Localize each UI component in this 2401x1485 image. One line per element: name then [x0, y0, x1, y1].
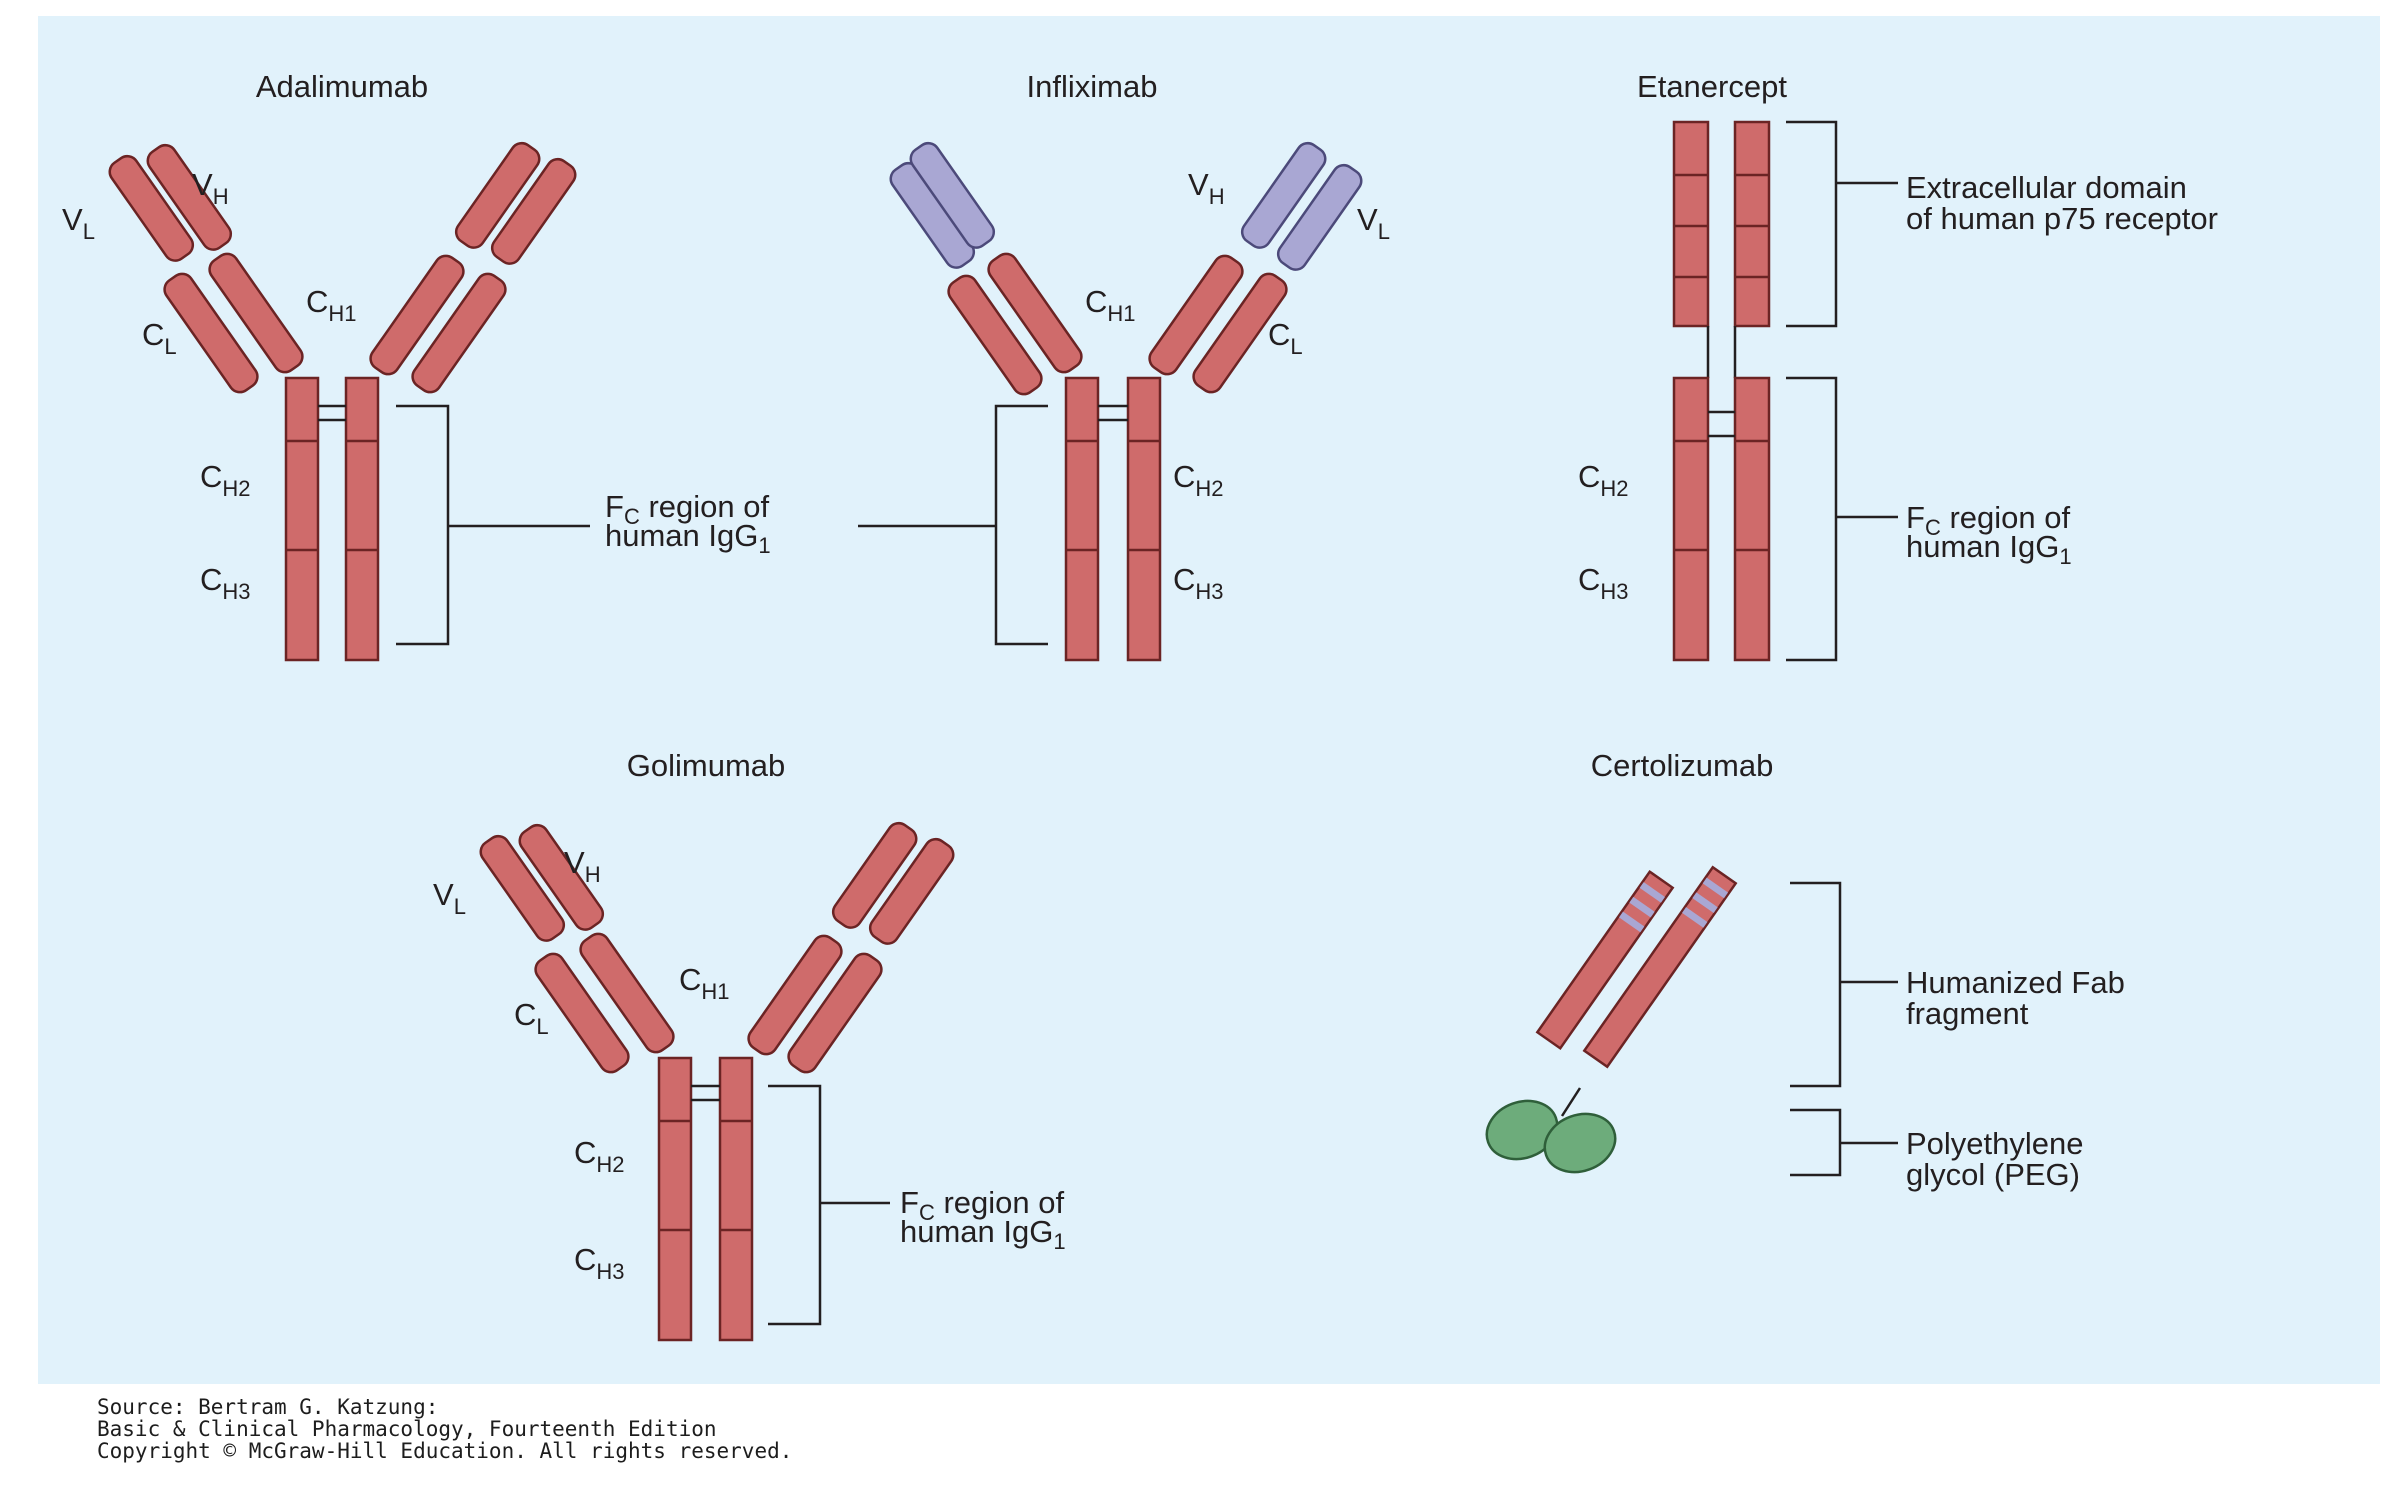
svg-text:CH1: CH1 — [679, 962, 730, 1004]
svg-text:CL: CL — [1268, 317, 1303, 359]
adalimumab-heavy-chain-right — [344, 376, 380, 662]
etanercept-extracellular-label-1: Extracellular domain — [1906, 170, 2187, 205]
adalimumab-heavy-chain-left — [284, 376, 320, 662]
title-adalimumab: Adalimumab — [256, 69, 428, 104]
infliximab-structure — [858, 141, 1363, 662]
svg-text:CH2: CH2 — [1578, 459, 1629, 501]
peg-label-2: glycol (PEG) — [1906, 1157, 2080, 1192]
certolizumab-fab-chain-left — [1535, 869, 1675, 1051]
adalimumab-vh-domain — [146, 143, 233, 251]
etanercept-extracellular-bracket — [1786, 120, 1898, 328]
source-line-2: Basic & Clinical Pharmacology, Fourteent… — [97, 1417, 717, 1441]
fc-region-label-bottom: human IgG1 — [605, 518, 771, 558]
fab-label-2: fragment — [1906, 996, 2029, 1031]
adalimumab-cl-domain — [163, 272, 259, 394]
etanercept-p75-left — [1672, 120, 1710, 328]
svg-text:CH2: CH2 — [574, 1135, 625, 1177]
fab-label-1: Humanized Fab — [1906, 965, 2125, 1000]
svg-text:CH2: CH2 — [1173, 459, 1224, 501]
etanercept-extracellular-label-2: of human p75 receptor — [1906, 201, 2218, 236]
svg-text:CH1: CH1 — [1085, 284, 1136, 326]
certolizumab-fab-bracket — [1790, 881, 1898, 1088]
svg-text:CH3: CH3 — [1173, 562, 1224, 604]
title-infliximab: Infliximab — [1027, 69, 1158, 104]
certolizumab-structure — [1485, 865, 1898, 1177]
etanercept-fc-label-bottom: human IgG1 — [1906, 529, 2072, 569]
golimumab-fc-label-top: FC region of — [900, 1185, 1064, 1225]
source-line-3: Copyright © McGraw-Hill Education. All r… — [97, 1439, 793, 1463]
svg-text:VH: VH — [1188, 167, 1225, 209]
source-citation: Source: Bertram G. Katzung:Basic & Clini… — [97, 1396, 792, 1462]
svg-text:CL: CL — [514, 997, 549, 1039]
label-cl: CL — [142, 317, 177, 359]
svg-text:CH3: CH3 — [1578, 562, 1629, 604]
infliximab-fc-bracket — [858, 404, 1048, 646]
peg-moiety-left — [1485, 1099, 1559, 1161]
golimumab-fc-bracket — [768, 1084, 890, 1326]
adalimumab-ch1-domain — [208, 252, 304, 374]
title-golimumab: Golimumab — [627, 748, 786, 783]
title-etanercept: Etanercept — [1637, 69, 1787, 104]
svg-text:VL: VL — [1357, 202, 1390, 244]
label-ch3: CH3 — [200, 562, 251, 604]
adalimumab-structure — [108, 141, 590, 662]
etanercept-fc-bracket — [1786, 376, 1898, 662]
title-certolizumab: Certolizumab — [1591, 748, 1774, 783]
figure-panel — [38, 16, 2380, 1384]
adalimumab-vl-domain — [108, 154, 195, 262]
etanercept-fc-left — [1672, 376, 1710, 662]
peg-moiety-right — [1543, 1112, 1617, 1174]
svg-text:VH: VH — [564, 845, 601, 887]
label-ch2: CH2 — [200, 459, 251, 501]
infliximab-murine-vh-domain — [909, 141, 996, 249]
fc-region-label-top: FC region of — [605, 489, 769, 529]
etanercept-structure — [1672, 120, 1898, 662]
label-vl: VL — [62, 202, 95, 244]
label-ch1: CH1 — [306, 284, 357, 326]
golimumab-fc-label-bottom: human IgG1 — [900, 1214, 1066, 1254]
etanercept-p75-right — [1733, 120, 1771, 328]
svg-text:VL: VL — [433, 877, 466, 919]
label-vh: VH — [192, 167, 229, 209]
adalimumab-fc-bracket — [396, 404, 590, 646]
svg-text:CH3: CH3 — [574, 1242, 625, 1284]
source-line-1: Source: Bertram G. Katzung: — [97, 1395, 439, 1419]
peg-label-1: Polyethylene — [1906, 1126, 2084, 1161]
etanercept-fc-label-top: FC region of — [1906, 500, 2070, 540]
etanercept-fc-right — [1733, 376, 1771, 662]
golimumab-structure — [479, 821, 955, 1342]
certolizumab-peg-bracket — [1790, 1108, 1898, 1177]
